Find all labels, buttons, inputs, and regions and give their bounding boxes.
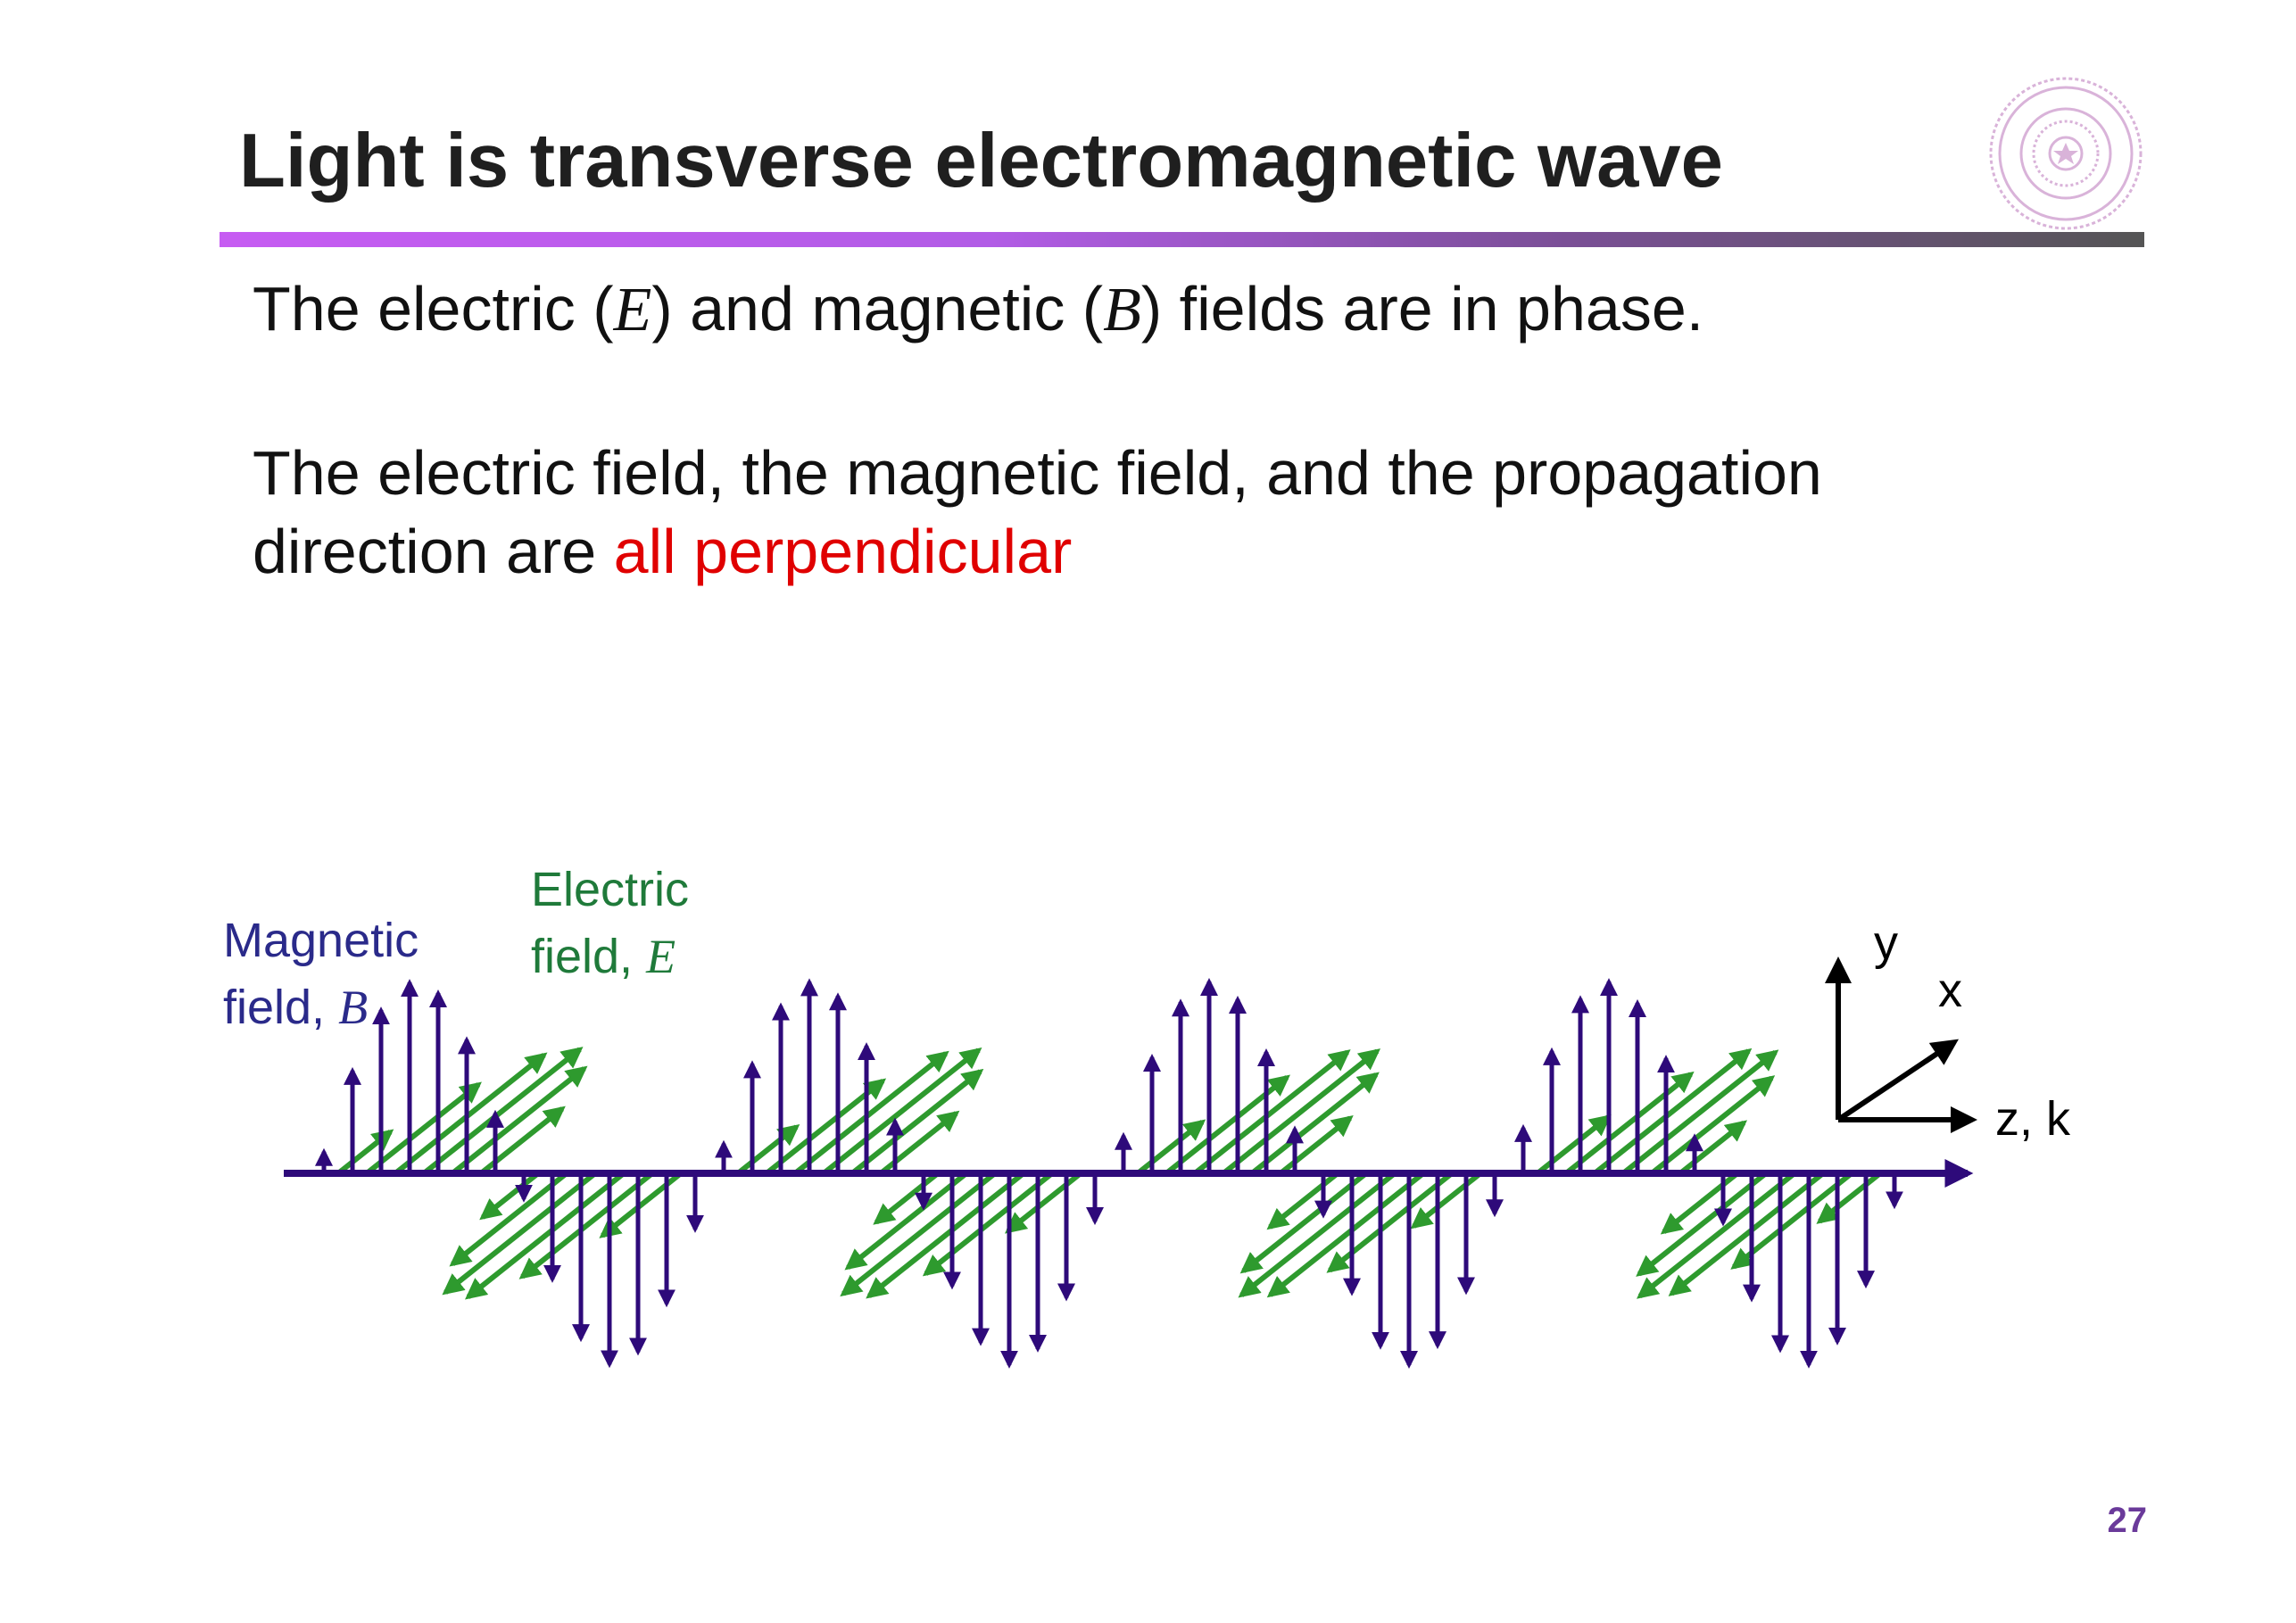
slide-title: Light is transverse electromagnetic wave [239,119,1723,203]
magnetic-symbol: B [338,981,368,1034]
electric-arrow-14 [793,1050,949,1176]
title-divider [220,232,2144,247]
electric-arrow-4 [451,1065,588,1176]
electric-label-line1: Electric [531,863,689,916]
electric-arrow-10 [518,1171,654,1279]
x-axis-arrow [1836,1039,1959,1122]
electric-arrow-35 [1410,1171,1482,1230]
coordinate-axes: y x z, k [1825,916,2071,1146]
y-axis-label: y [1874,916,1898,970]
electric-arrow-45 [1668,1171,1825,1296]
em-wave-diagram: Magnetic field, B Electric field, E y x … [223,863,2071,1369]
electric-arrow-7 [449,1171,568,1267]
page-number: 27 [2107,1501,2148,1540]
electric-arrow-29 [1279,1115,1354,1176]
electric-arrow-1 [365,1081,482,1176]
electric-arrow-2 [394,1052,548,1176]
electric-arrow-12 [736,1123,800,1176]
symbol-e: E [613,276,652,344]
electric-arrow-27 [1222,1048,1381,1176]
paragraph-perpendicular: The electric field, the magnetic field, … [253,438,1822,586]
electric-arrow-36 [1536,1114,1612,1176]
electric-label-line2: field, E [531,930,676,983]
symbol-b: B [1103,276,1141,344]
electric-arrow-41 [1678,1120,1747,1176]
electric-arrow-26 [1193,1049,1351,1176]
electric-arrow-44 [1637,1171,1796,1299]
electric-arrow-39 [1621,1049,1779,1176]
university-seal-logo [1989,77,2143,230]
magnetic-field-arrows [315,978,1903,1369]
electric-arrow-24 [1136,1119,1206,1176]
electric-arrow-22 [922,1171,1054,1277]
electric-arrow-30 [1266,1171,1339,1230]
electric-arrow-28 [1250,1072,1380,1176]
electric-arrow-47 [1816,1171,1882,1224]
paragraph-in-phase: The electric (E) and magnetic (B) fields… [253,274,1704,344]
electric-arrow-13 [765,1078,887,1176]
electric-arrow-18 [873,1171,940,1225]
highlight-all-perpendicular: all perpendicular [613,517,1073,586]
magnetic-label-line2: field, B [223,981,368,1034]
electric-arrow-31 [1239,1171,1368,1274]
electric-arrow-19 [844,1171,968,1271]
magnetic-label-line1: Magnetic [223,914,419,967]
electric-arrow-33 [1266,1171,1425,1298]
electric-arrow-37 [1564,1071,1695,1176]
electric-arrow-43 [1636,1171,1768,1277]
electric-arrow-8 [442,1171,597,1296]
electric-arrow-16 [850,1068,984,1176]
electric-symbol: E [645,930,676,983]
electric-arrow-6 [479,1171,540,1221]
electric-arrow-20 [840,1171,997,1297]
electric-arrow-9 [464,1171,626,1300]
electric-arrow-40 [1650,1075,1776,1176]
x-axis-label: x [1938,964,1962,1017]
z-axis-label: z, k [1995,1092,2071,1146]
electric-arrow-38 [1593,1047,1753,1176]
electric-arrow-21 [866,1171,1025,1299]
electric-arrow-32 [1238,1171,1397,1298]
electric-arrow-15 [822,1047,982,1176]
